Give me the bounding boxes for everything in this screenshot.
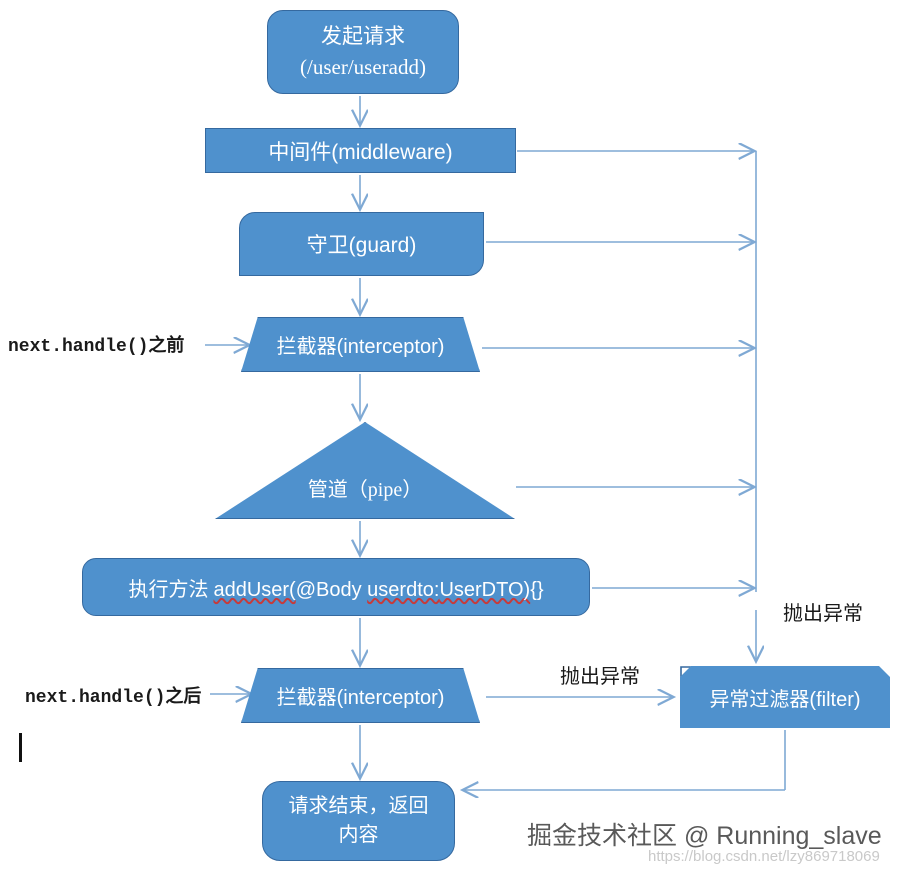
node-pipe[interactable]: 管道（pipe） bbox=[215, 422, 515, 519]
node-execute-prefix: 执行方法 bbox=[128, 578, 214, 601]
node-guard[interactable]: 守卫(guard) bbox=[239, 212, 484, 276]
node-request-end-line2: 内容 bbox=[338, 824, 379, 846]
node-interceptor-before[interactable]: 拦截器(interceptor) bbox=[241, 317, 480, 372]
node-request-end-line1: 请求结束，返回 bbox=[288, 795, 429, 817]
label-before-handle: next.handle()之前 bbox=[8, 337, 185, 357]
label-after-handle: next.handle()之后 bbox=[25, 688, 202, 708]
node-interceptor-after-label: 拦截器(interceptor) bbox=[276, 687, 445, 709]
node-execute-method-name: addUser( bbox=[213, 578, 296, 601]
node-exception-filter-label: 异常过滤器(filter) bbox=[709, 688, 861, 711]
node-middleware-label: 中间件(middleware) bbox=[268, 140, 453, 164]
node-interceptor-after[interactable]: 拦截器(interceptor) bbox=[241, 668, 480, 723]
node-execute-arg1: @Body bbox=[295, 578, 368, 601]
label-throw-exception-horizontal: 抛出异常 bbox=[560, 666, 640, 688]
node-request-line1: 发起请求 bbox=[320, 23, 405, 48]
node-interceptor-before-label: 拦截器(interceptor) bbox=[276, 336, 445, 358]
node-request-line2: (/user/useradd) bbox=[300, 55, 426, 79]
node-pipe-label: 管道（pipe） bbox=[307, 479, 423, 501]
text-caret bbox=[19, 733, 22, 762]
label-throw-exception-vertical: 抛出异常 bbox=[783, 603, 863, 625]
node-execute-arg2: userdto: bbox=[367, 578, 440, 601]
watermark-url: https://blog.csdn.net/lzy869718069 bbox=[648, 848, 880, 865]
node-exception-filter[interactable]: 异常过滤器(filter) bbox=[680, 666, 890, 728]
node-guard-label: 守卫(guard) bbox=[306, 234, 417, 257]
node-execute-method[interactable]: 执行方法 addUser(@Body userdto:UserDTO){} bbox=[82, 558, 590, 616]
node-execute-arg3: UserDTO) bbox=[439, 578, 531, 601]
node-request[interactable]: 发起请求 (/user/useradd) bbox=[267, 10, 459, 94]
node-middleware[interactable]: 中间件(middleware) bbox=[205, 128, 516, 173]
node-request-end[interactable]: 请求结束，返回 内容 bbox=[262, 781, 455, 861]
node-execute-suffix: {} bbox=[530, 578, 544, 601]
watermark-text: 掘金技术社区 @ Running_slave bbox=[527, 822, 882, 850]
